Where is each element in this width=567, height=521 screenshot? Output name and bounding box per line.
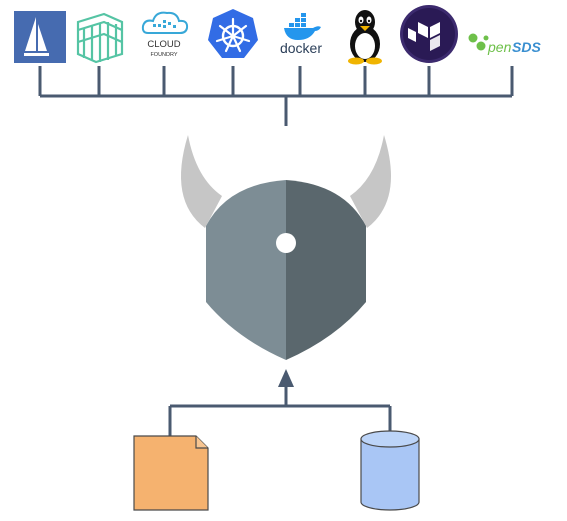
helmet-eye [276, 233, 296, 253]
opensds-label-suffix: SDS [512, 39, 541, 55]
linux-tux-icon [348, 10, 382, 65]
opensds-icon: pen SDS [468, 33, 541, 55]
helmet-left-half [206, 180, 286, 360]
bottom-connector [168, 386, 392, 436]
linkerd-icon [76, 12, 124, 64]
cloud-foundry-icon: CLOUD FOUNDRY [141, 11, 189, 58]
left-horn [180, 135, 222, 228]
opa-helmet-logo [180, 135, 392, 360]
right-horn [350, 135, 392, 228]
policy-file-icon [133, 435, 209, 511]
cloud-foundry-label-line2: FOUNDRY [150, 52, 177, 58]
kubernetes-helm-icon [208, 9, 258, 58]
istio-sail-icon [14, 11, 66, 63]
top-connector-bus [38, 66, 514, 126]
helmet-right-half [286, 180, 366, 360]
docker-whale-icon: docker [280, 13, 322, 56]
up-arrow-icon [278, 369, 294, 387]
database-icon [360, 430, 420, 511]
opensds-label-prefix: pen [487, 39, 512, 55]
cloud-foundry-label-line1: CLOUD [147, 39, 180, 50]
docker-label: docker [280, 40, 322, 56]
terraform-icon [400, 5, 458, 63]
